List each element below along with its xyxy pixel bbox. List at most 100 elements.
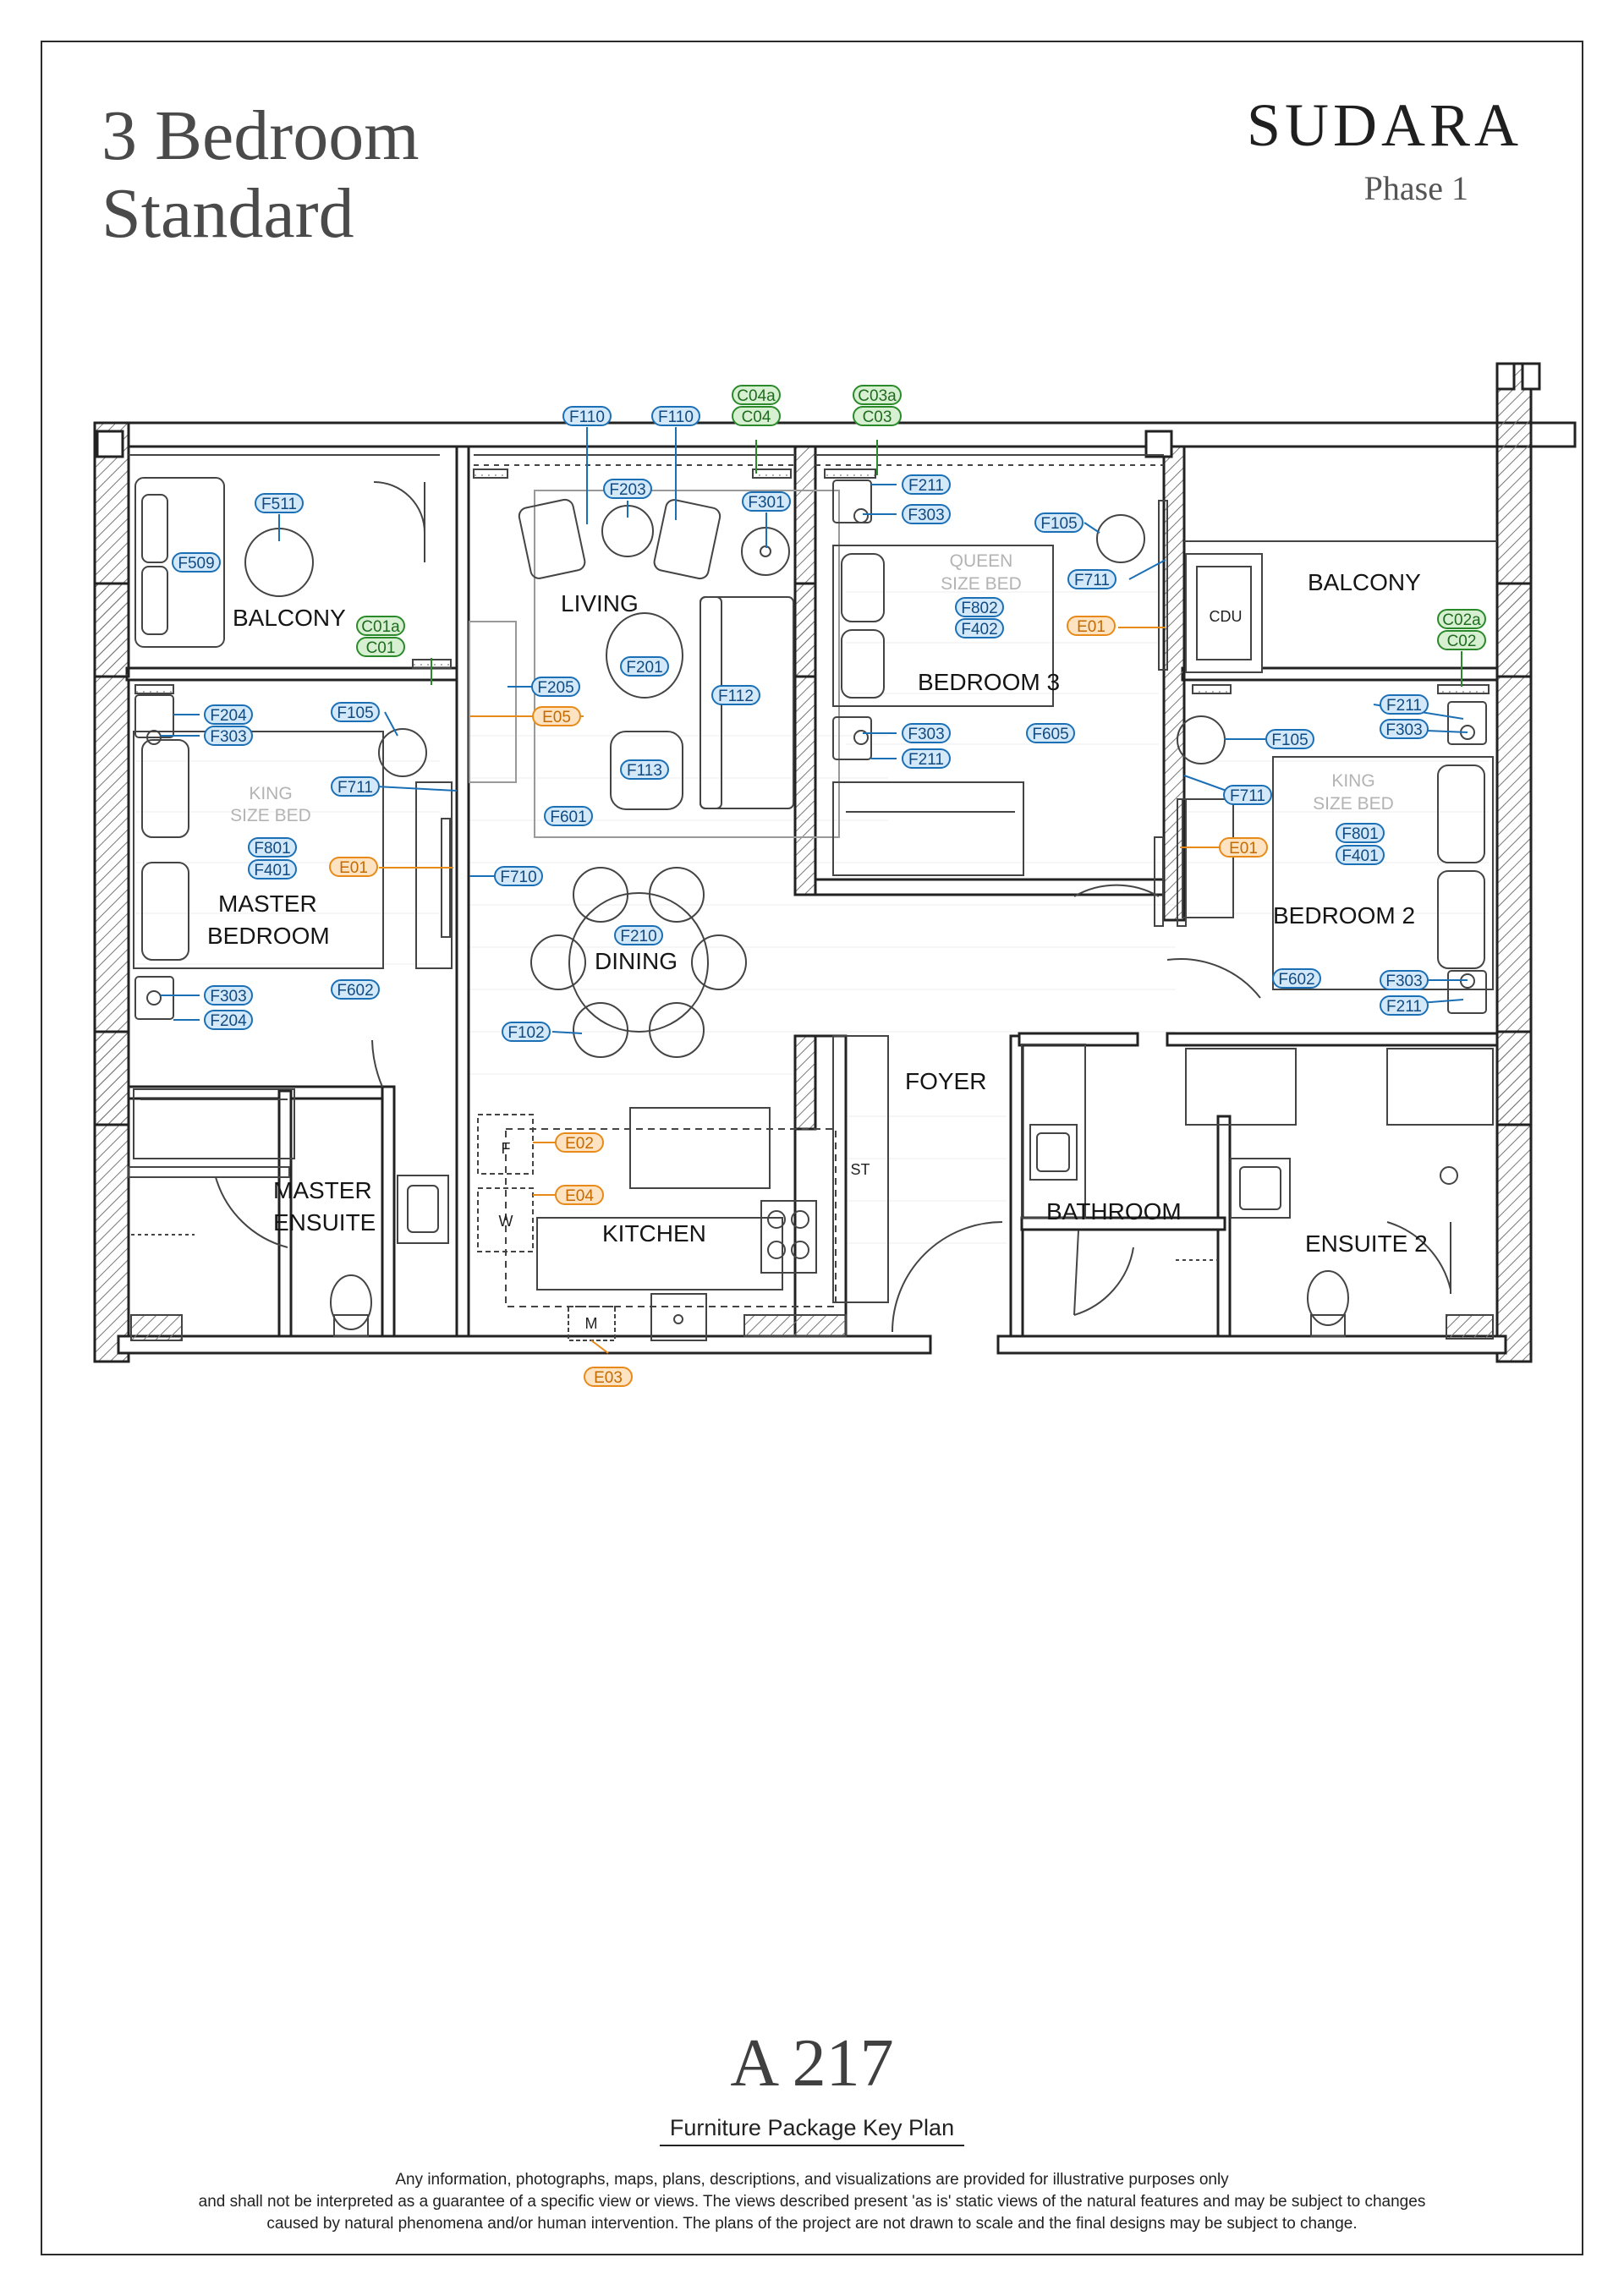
tag-f301: F301 <box>742 491 791 512</box>
tag-label: F203 <box>609 481 645 499</box>
tag-f204-mb-top: F204 <box>204 704 253 725</box>
tag-pill <box>544 806 593 826</box>
tag-pill <box>331 776 380 797</box>
tag-f605: F605 <box>1026 723 1075 743</box>
room-label-master-bedroom-2: BEDROOM <box>207 923 330 949</box>
tag-f204-mb-bot: F204 <box>204 1010 253 1030</box>
tag-pill <box>1336 823 1385 843</box>
tag-label: E04 <box>565 1187 594 1205</box>
tag-pill <box>1437 609 1486 629</box>
tag-pill <box>955 618 1004 638</box>
tag-c01a: C01a <box>356 616 405 636</box>
dining-furniture <box>530 867 1261 1058</box>
tag-pill <box>711 685 760 705</box>
tag-f602-mb: F602 <box>331 979 380 1000</box>
tag-f303-b3-top: F303 <box>902 504 951 524</box>
tag-pill <box>204 726 253 746</box>
room-label-balcony-right: BALCONY <box>1308 569 1421 595</box>
disclaimer-line-1: Any information, photographs, maps, plan… <box>395 2171 1229 2189</box>
bedroom3-furniture <box>832 479 1168 927</box>
tag-f110-b: F110 <box>651 406 700 426</box>
tag-pill <box>955 597 1004 617</box>
tag-pill <box>248 859 297 879</box>
tag-pill <box>248 837 297 858</box>
tag-f509: F509 <box>172 552 221 573</box>
phase-label: Phase 1 <box>1363 169 1468 207</box>
tag-label: F711 <box>1230 787 1265 805</box>
room-label-foyer: FOYER <box>905 1068 986 1094</box>
tag-f203: F203 <box>603 479 652 499</box>
tag-e01-b2: E01 <box>1219 837 1268 858</box>
tag-pill <box>732 406 781 426</box>
tag-label: E01 <box>339 859 368 877</box>
room-label-bathroom: BATHROOM <box>1046 1198 1182 1225</box>
unit-number: A 217 <box>730 2026 894 2101</box>
bed-label-queen-1: QUEEN <box>950 551 1013 571</box>
tag-f201: F201 <box>620 656 669 677</box>
bed-labels: QUEEN SIZE BED KING SIZE BED KING SIZE B… <box>230 551 1394 825</box>
bed-label-queen-2: SIZE BED <box>941 574 1022 594</box>
tag-label: C03a <box>858 387 897 405</box>
kitchen-fixtures <box>477 1035 1003 1341</box>
tag-label: F211 <box>908 477 944 495</box>
tag-pill <box>1219 837 1268 858</box>
tag-c04a: C04a <box>732 385 781 405</box>
tag-label: F211 <box>1386 998 1422 1016</box>
tag-c01: C01 <box>356 637 405 657</box>
tag-pill <box>531 677 580 697</box>
tag-label: F110 <box>658 408 694 426</box>
tag-leaders <box>161 427 1468 1354</box>
tag-label: F710 <box>500 869 536 886</box>
tag-label: F711 <box>337 779 373 797</box>
tag-c02: C02 <box>1437 630 1486 650</box>
bed-label-king-mb-2: SIZE BED <box>230 806 311 825</box>
tag-pill <box>555 1185 604 1205</box>
appliance-label-washer: W <box>499 1213 513 1230</box>
tag-pill <box>853 406 902 426</box>
tag-pill <box>329 857 378 877</box>
appliance-label-store: ST <box>850 1161 870 1178</box>
room-label-living: LIVING <box>561 590 639 616</box>
tag-pill <box>555 1132 604 1153</box>
tag-label: F210 <box>620 928 656 945</box>
title-line-1: 3 Bedroom <box>102 96 420 175</box>
tag-pill <box>651 406 700 426</box>
tag-label: F303 <box>908 507 944 524</box>
tag-label: F303 <box>210 988 246 1006</box>
room-label-master-ensuite-2: ENSUITE <box>273 1209 376 1236</box>
tag-f511: F511 <box>255 493 304 513</box>
appliance-label-fridge: F <box>502 1140 511 1157</box>
tag-label: F204 <box>210 707 247 725</box>
tag-e02: E02 <box>555 1132 604 1153</box>
tag-pill <box>902 748 951 769</box>
walls <box>93 362 1577 1363</box>
tag-label: C02a <box>1442 611 1481 629</box>
tag-f801-b2: F801 <box>1336 823 1385 843</box>
tag-label: F110 <box>569 408 605 426</box>
tag-e01-b3: E01 <box>1067 616 1116 636</box>
tag-label: C01 <box>366 639 396 657</box>
tag-f601: F601 <box>544 806 593 826</box>
tag-f303-b3-bot: F303 <box>902 723 951 743</box>
tag-pill <box>1380 719 1429 739</box>
tag-label: F801 <box>254 840 290 858</box>
tag-label: F201 <box>626 659 662 677</box>
tag-pill <box>204 704 253 725</box>
tag-pill <box>1336 845 1385 865</box>
tag-label: F802 <box>961 600 997 617</box>
tag-pill <box>1026 723 1075 743</box>
tag-pill <box>331 702 380 722</box>
tag-pill <box>1067 616 1116 636</box>
tag-label: F605 <box>1032 726 1068 743</box>
tag-f801-mb: F801 <box>248 837 297 858</box>
tag-pill <box>502 1022 551 1042</box>
room-label-bedroom3: BEDROOM 3 <box>918 669 1060 695</box>
tag-label: C02 <box>1447 633 1477 650</box>
tag-f303-b2-bot: F303 <box>1380 970 1429 990</box>
tag-pill <box>1034 512 1084 533</box>
tag-c03: C03 <box>853 406 902 426</box>
tag-pill <box>532 706 581 726</box>
room-label-kitchen: KITCHEN <box>602 1220 706 1247</box>
tag-c02a: C02a <box>1437 609 1486 629</box>
